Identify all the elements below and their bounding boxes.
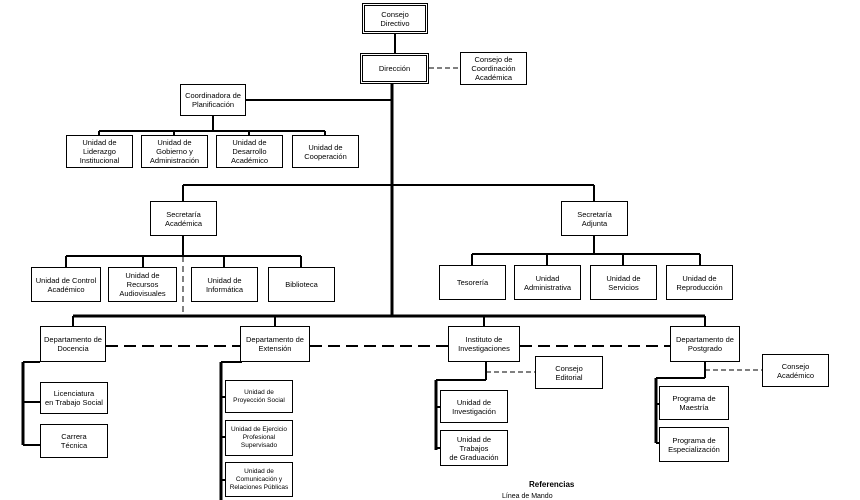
node-departamento-postgrado: Departamento de Postgrado xyxy=(670,326,740,362)
node-biblioteca: Biblioteca xyxy=(268,267,335,302)
node-unidad-proyeccion-social: Unidad de Proyección Social xyxy=(225,380,293,413)
node-unidad-control-academico: Unidad de Control Académico xyxy=(31,267,101,302)
node-licenciatura-trabajo-social: Licenciatura en Trabajo Social xyxy=(40,382,108,414)
node-departamento-docencia: Departamento de Docencia xyxy=(40,326,106,362)
node-programa-maestria: Programa de Maestría xyxy=(659,386,729,420)
node-secretaria-academica: Secretaría Académica xyxy=(150,201,217,236)
node-unidad-desarrollo: Unidad de Desarrollo Académico xyxy=(216,135,283,168)
node-unidad-administrativa: Unidad Administrativa xyxy=(514,265,581,300)
node-carrera-tecnica: Carrera Técnica xyxy=(40,424,108,458)
node-unidad-trabajos-graduacion: Unidad de Trabajos de Graduación xyxy=(440,430,508,466)
node-unidad-servicios: Unidad de Servicios xyxy=(590,265,657,300)
node-unidad-gobierno: Unidad de Gobierno y Administración xyxy=(141,135,208,168)
node-unidad-investigacion: Unidad de Investigación xyxy=(440,390,508,423)
node-secretaria-adjunta: Secretaría Adjunta xyxy=(561,201,628,236)
node-unidad-recursos-audiovisuales: Unidad de Recursos Audiovisuales xyxy=(108,267,177,302)
node-programa-especializacion: Programa de Especialización xyxy=(659,427,729,462)
node-direccion: Dirección xyxy=(360,53,429,84)
node-instituto-investigaciones: Instituto de Investigaciones xyxy=(448,326,520,362)
node-unidad-liderazgo: Unidad de Liderazgo Institucional xyxy=(66,135,133,168)
node-coordinadora-planificacion: Coordinadora de Planificación xyxy=(180,84,246,116)
node-tesoreria: Tesorería xyxy=(439,265,506,300)
node-unidad-informatica: Unidad de Informática xyxy=(191,267,258,302)
node-unidad-ejercicio-profesional: Unidad de Ejercicio Profesional Supervis… xyxy=(225,420,293,456)
node-unidad-reproduccion: Unidad de Reproducción xyxy=(666,265,733,300)
node-unidad-cooperacion: Unidad de Cooperación xyxy=(292,135,359,168)
node-consejo-coordinacion-academica: Consejo de Coordinación Académica xyxy=(460,52,527,85)
node-consejo-editorial: Consejo Editorial xyxy=(535,356,603,389)
legend-line-mando: Línea de Mando xyxy=(502,493,553,500)
node-unidad-comunicacion: Unidad de Comunicación y Relaciones Públ… xyxy=(225,462,293,497)
node-consejo-academico: Consejo Académico xyxy=(762,354,829,387)
node-departamento-extension: Departamento de Extensión xyxy=(240,326,310,362)
legend-title: Referencias xyxy=(529,480,575,489)
node-consejo-directivo: Consejo Directivo xyxy=(362,3,428,34)
